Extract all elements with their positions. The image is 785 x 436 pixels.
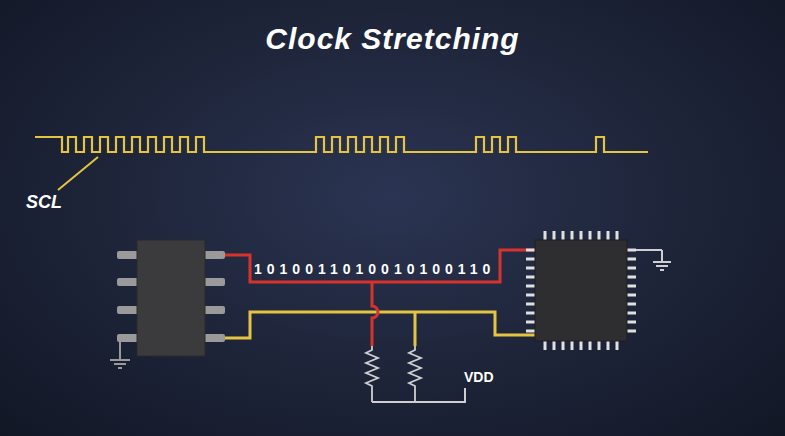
data-bits: 1010011010010100110 [254,261,495,277]
ground-symbol [653,250,671,270]
sda-wire [225,250,535,282]
sda-pullup-wire [372,282,378,346]
title: Clock Stretching [0,22,785,56]
mcu-pins [526,231,636,350]
scl-wire [225,312,535,338]
vdd-wire [372,388,465,402]
signal-name: SCL [26,192,62,213]
ground-symbol [110,342,130,368]
scl-waveform [35,137,648,152]
mcu-chip [535,240,627,341]
leader-line [58,157,98,190]
supply-label: VDD [464,369,494,385]
ground-wire [636,249,662,251]
resistor-symbol [366,346,378,402]
ic-chip [137,240,205,356]
resistor-symbol [409,346,421,402]
scl-pullup-wire [414,312,417,346]
